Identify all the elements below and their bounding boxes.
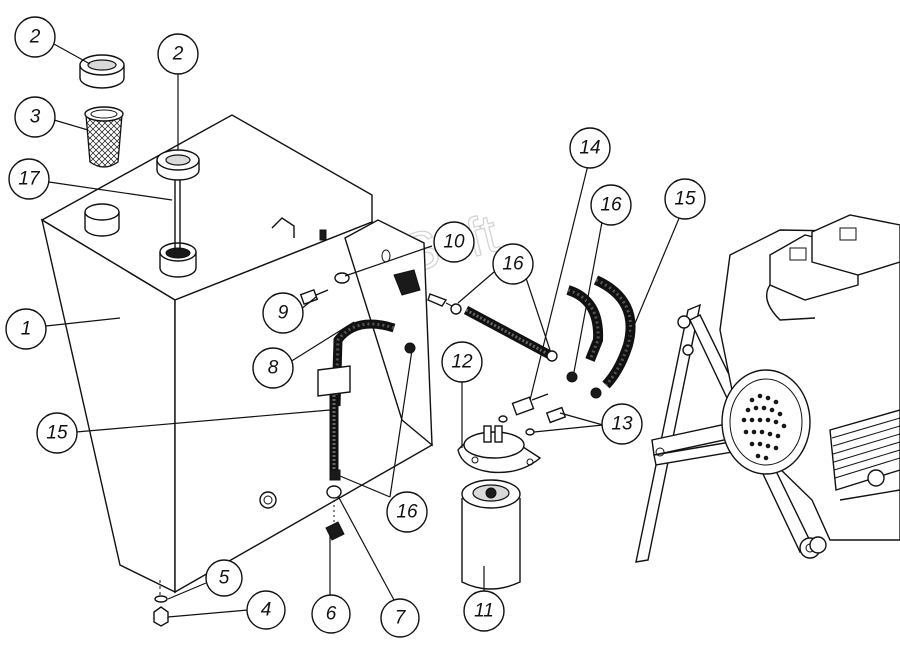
- dipstick: [174, 180, 181, 250]
- callout-15: 15: [36, 412, 78, 454]
- callout-1: 1: [5, 308, 47, 350]
- leader-lines: [45, 43, 681, 618]
- callout-11: 11: [463, 590, 505, 632]
- fuel-hose-center: [463, 306, 558, 362]
- fittings-lower: [325, 485, 345, 541]
- fittings-upper: [299, 269, 462, 315]
- fuel-hose-left: [317, 319, 416, 481]
- svg-text:15: 15: [46, 423, 68, 444]
- svg-text:12: 12: [451, 352, 473, 373]
- svg-text:8: 8: [268, 358, 279, 379]
- callout-2: 2: [14, 16, 56, 58]
- callout-16: 16: [590, 184, 632, 226]
- fuel-hoses-right: [566, 275, 636, 399]
- svg-text:9: 9: [278, 303, 289, 324]
- callout-10: 10: [433, 221, 475, 263]
- callout-6: 6: [311, 594, 351, 634]
- svg-text:3: 3: [30, 107, 41, 128]
- callout-14: 14: [569, 127, 611, 169]
- callout-13: 13: [601, 403, 643, 445]
- cooler-fins: [829, 409, 900, 491]
- filter-cartridge: [461, 479, 521, 590]
- callout-3: 3: [14, 96, 56, 138]
- svg-text:15: 15: [674, 189, 696, 210]
- callout-8: 8: [252, 347, 294, 389]
- callout-7: 7: [380, 598, 420, 638]
- callout-12: 12: [441, 341, 483, 383]
- drain-plug: [153, 595, 169, 627]
- svg-text:17: 17: [18, 169, 41, 190]
- svg-text:16: 16: [396, 502, 418, 523]
- svg-text:14: 14: [579, 138, 600, 159]
- svg-text:16: 16: [600, 195, 622, 216]
- banjo-fittings: [498, 393, 567, 436]
- spare-cap: [79, 54, 125, 89]
- svg-text:6: 6: [326, 604, 337, 625]
- svg-text:4: 4: [261, 600, 272, 621]
- svg-text:2: 2: [172, 44, 184, 65]
- svg-text:13: 13: [611, 414, 633, 435]
- callout-2: 2: [157, 33, 199, 75]
- fan-grille: [741, 393, 787, 461]
- callout-4: 4: [246, 590, 286, 630]
- svg-text:16: 16: [502, 254, 524, 275]
- callout-15: 15: [664, 178, 706, 220]
- svg-text:10: 10: [443, 232, 465, 253]
- svg-text:1: 1: [21, 319, 32, 340]
- svg-text:5: 5: [219, 568, 230, 589]
- filler-cap: [156, 149, 200, 181]
- callout-16: 16: [492, 243, 534, 285]
- svg-text:7: 7: [395, 608, 407, 629]
- filter-head: [457, 425, 542, 474]
- callout-9: 9: [262, 292, 304, 334]
- fuel-tank: [40, 114, 433, 595]
- callout-5: 5: [205, 559, 243, 597]
- svg-text:2: 2: [29, 27, 41, 48]
- engine-assembly: [635, 214, 900, 563]
- callout-16: 16: [386, 491, 428, 533]
- svg-text:11: 11: [474, 601, 494, 622]
- strainer-basket: [84, 106, 124, 168]
- callout-17: 17: [8, 158, 50, 200]
